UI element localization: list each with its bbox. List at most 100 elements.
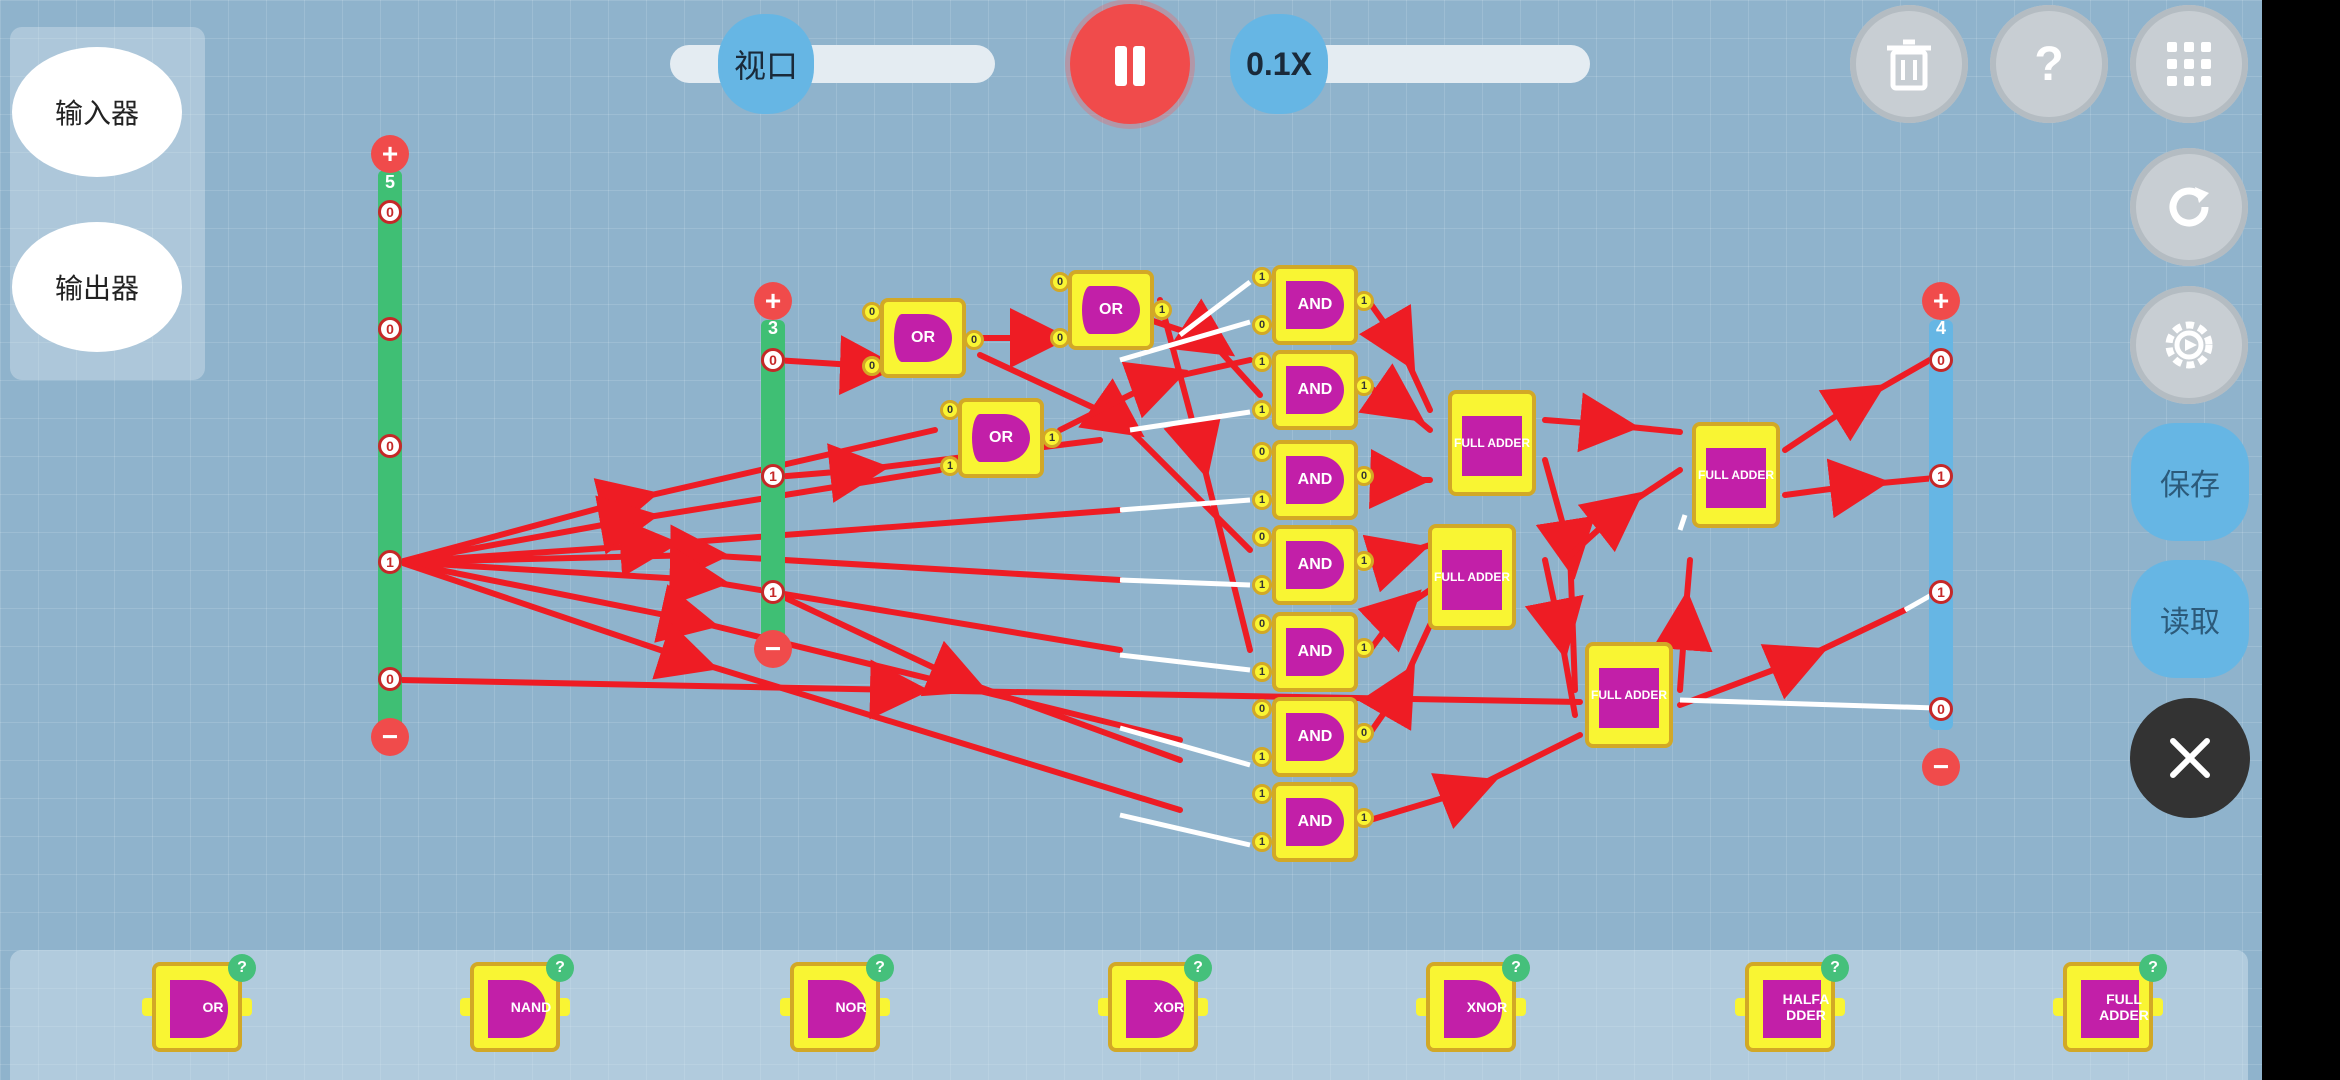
bus-b-pin[interactable]: 1 <box>761 580 785 604</box>
and-gate-icon <box>1286 628 1344 676</box>
bus-b-remove-button[interactable]: − <box>754 630 792 668</box>
gate-input-port[interactable]: 1 <box>1252 400 1272 420</box>
gate-input-port[interactable]: 0 <box>1252 527 1272 547</box>
bus-b-pin[interactable]: 1 <box>761 464 785 488</box>
gate-input-port[interactable]: 0 <box>862 356 882 376</box>
gate-output-port[interactable]: 0 <box>1354 723 1374 743</box>
or-gate[interactable]: OR <box>958 398 1044 478</box>
and-gate[interactable]: AND <box>1272 612 1358 692</box>
delete-button[interactable] <box>1850 5 1968 123</box>
bus-a-pin[interactable]: 0 <box>378 434 402 458</box>
output-bus-pin[interactable]: 1 <box>1929 580 1953 604</box>
gate-output-port[interactable]: 0 <box>1354 466 1374 486</box>
help-badge-icon[interactable]: ? <box>228 954 256 982</box>
or-gate[interactable]: OR <box>1068 270 1154 350</box>
help-badge-icon[interactable]: ? <box>1821 954 1849 982</box>
help-badge-icon[interactable]: ? <box>1184 954 1212 982</box>
help-badge-icon[interactable]: ? <box>2139 954 2167 982</box>
or-gate[interactable]: OR <box>880 298 966 378</box>
grid-menu-button[interactable] <box>2130 5 2248 123</box>
full-adder-label: FULL ADDER <box>1698 467 1774 482</box>
palette-item[interactable]: NAND? <box>460 954 574 1052</box>
viewport-slider-knob[interactable]: 视口 <box>718 14 814 114</box>
gate-input-port[interactable]: 0 <box>940 400 960 420</box>
bus-b-pin[interactable]: 0 <box>761 348 785 372</box>
palette-item[interactable]: XOR? <box>1098 954 1212 1052</box>
and-gate[interactable]: AND <box>1272 525 1358 605</box>
output-bus-pin[interactable]: 1 <box>1929 464 1953 488</box>
speed-slider-knob[interactable]: 0.1X <box>1230 14 1328 114</box>
pause-button[interactable] <box>1070 4 1190 124</box>
gate-input-port[interactable]: 1 <box>1252 267 1272 287</box>
help-button[interactable]: ? <box>1990 5 2108 123</box>
gate-output-port[interactable]: 1 <box>1042 428 1062 448</box>
output-device-label: 输出器 <box>54 273 139 304</box>
output-bus-add-button[interactable]: + <box>1922 282 1960 320</box>
gate-input-port[interactable]: 0 <box>862 302 882 322</box>
bus-a-add-button[interactable]: + <box>371 135 409 173</box>
gate-input-port[interactable]: 1 <box>1252 575 1272 595</box>
output-device-button[interactable]: 输出器 <box>12 222 182 352</box>
gate-input-port[interactable]: 0 <box>1252 699 1272 719</box>
gate-output-port[interactable]: 1 <box>1152 300 1172 320</box>
gate-input-port[interactable]: 1 <box>1252 490 1272 510</box>
palette-item[interactable]: FULL ADDER? <box>2053 954 2167 1052</box>
output-bus-remove-button[interactable]: − <box>1922 748 1960 786</box>
gate-label: OR <box>911 329 935 346</box>
output-bus-pin[interactable]: 0 <box>1929 348 1953 372</box>
gate-output-port[interactable]: 1 <box>1354 551 1374 571</box>
gate-input-port[interactable]: 1 <box>1252 784 1272 804</box>
gate-input-port[interactable]: 0 <box>1252 315 1272 335</box>
palette-item[interactable]: XNOR? <box>1416 954 1530 1052</box>
and-gate[interactable]: AND <box>1272 440 1358 520</box>
bus-a-pin[interactable]: 0 <box>378 317 402 341</box>
full-adder-icon <box>1706 448 1766 508</box>
palette-item[interactable]: OR? <box>142 954 256 1052</box>
gate-input-port[interactable]: 0 <box>1252 442 1272 462</box>
full-adder[interactable]: FULL ADDER <box>1448 390 1536 496</box>
gate-input-port[interactable]: 0 <box>1252 614 1272 634</box>
full-adder[interactable]: FULL ADDER <box>1428 524 1516 630</box>
full-adder-label: FULL ADDER <box>1434 569 1510 584</box>
full-adder[interactable]: FULL ADDER <box>1585 642 1673 748</box>
input-device-button[interactable]: 输入器 <box>12 47 182 177</box>
gate-output-port[interactable]: 1 <box>1354 638 1374 658</box>
and-gate[interactable]: AND <box>1272 350 1358 430</box>
gate-input-port[interactable]: 1 <box>1252 832 1272 852</box>
and-gate[interactable]: AND <box>1272 697 1358 777</box>
load-button[interactable]: 读取 <box>2131 560 2249 678</box>
help-badge-icon[interactable]: ? <box>546 954 574 982</box>
gate-input-port[interactable]: 0 <box>1050 272 1070 292</box>
bus-b-add-button[interactable]: + <box>754 282 792 320</box>
and-gate[interactable]: AND <box>1272 782 1358 862</box>
and-gate-icon <box>1286 713 1344 761</box>
help-badge-icon[interactable]: ? <box>1502 954 1530 982</box>
close-button[interactable] <box>2130 698 2250 818</box>
bus-a-pin[interactable]: 0 <box>378 667 402 691</box>
palette-item[interactable]: NOR? <box>780 954 894 1052</box>
gate-input-port[interactable]: 1 <box>1252 747 1272 767</box>
gate-input-port[interactable]: 1 <box>1252 662 1272 682</box>
gate-label: AND <box>1297 471 1333 488</box>
bus-a-remove-button[interactable]: − <box>371 718 409 756</box>
gate-output-port[interactable]: 1 <box>1354 376 1374 396</box>
save-button[interactable]: 保存 <box>2131 423 2249 541</box>
gate-input-port[interactable]: 1 <box>940 456 960 476</box>
reset-button[interactable] <box>2130 148 2248 266</box>
gate-output-port[interactable]: 0 <box>964 330 984 350</box>
gate-input-port[interactable]: 1 <box>1252 352 1272 372</box>
help-badge-icon[interactable]: ? <box>866 954 894 982</box>
output-bus[interactable] <box>1929 320 1953 730</box>
gate-output-port[interactable]: 1 <box>1354 291 1374 311</box>
bus-a-pin[interactable]: 0 <box>378 200 402 224</box>
full-adder[interactable]: FULL ADDER <box>1692 422 1780 528</box>
gate-input-port[interactable]: 0 <box>1050 328 1070 348</box>
wire-group-red <box>397 297 1938 829</box>
and-gate[interactable]: AND <box>1272 265 1358 345</box>
output-bus-pin[interactable]: 0 <box>1929 697 1953 721</box>
gate-label: AND <box>1297 813 1333 830</box>
settings-button[interactable] <box>2130 286 2248 404</box>
gate-output-port[interactable]: 1 <box>1354 808 1374 828</box>
bus-a-pin[interactable]: 1 <box>378 550 402 574</box>
palette-item[interactable]: HALFA DDER? <box>1735 954 1849 1052</box>
